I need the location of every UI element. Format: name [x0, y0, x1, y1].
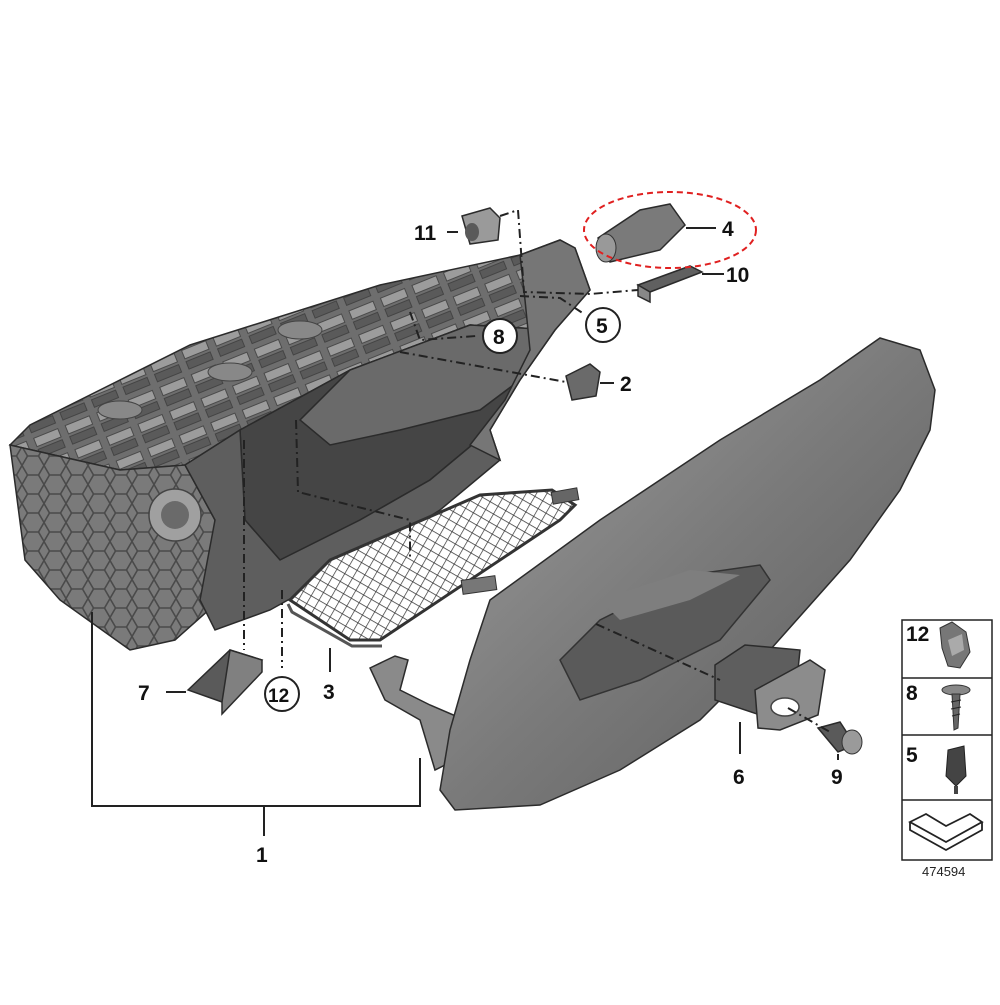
- screw-icon: [941, 684, 971, 731]
- callout-8-circle: [482, 318, 518, 354]
- callout-11: 11: [414, 222, 437, 245]
- storage-net-icon: [286, 487, 580, 648]
- reference-number: 474594: [922, 864, 965, 879]
- callout-9: 9: [831, 766, 843, 789]
- callout-1: 1: [256, 844, 268, 867]
- callout-10: 10: [726, 264, 749, 287]
- legend-label-12: 12: [906, 623, 929, 646]
- small-parts-legend: 12 8 5 474594: [901, 619, 993, 879]
- bracket-icon: [636, 265, 704, 304]
- lamp-icon: [186, 649, 264, 716]
- callout-5: 5: [596, 315, 608, 338]
- callout-3: 3: [323, 681, 335, 704]
- glovebox-lid-icon: [439, 337, 936, 811]
- callout-8: 8: [493, 326, 505, 349]
- callout-5-circle: [585, 307, 621, 343]
- callout-12-circle: [264, 676, 300, 712]
- callout-labels: 1 2 3 4 6 7 9 10 11 8 5 12: [138, 218, 843, 867]
- plug-icon: [565, 363, 601, 401]
- callout-4: 4: [722, 218, 734, 241]
- leader-lines: [91, 208, 839, 836]
- lock-cylinder-icon: [816, 721, 863, 755]
- rubber-buffer-icon: [945, 745, 967, 794]
- highlight-circle: [583, 191, 757, 269]
- legend-label-5: 5: [906, 744, 918, 767]
- callout-2: 2: [620, 373, 632, 396]
- callout-6: 6: [733, 766, 745, 789]
- glovebox-housing-icon: [8, 239, 591, 651]
- callout-12: 12: [268, 686, 289, 707]
- clip-icon: [461, 207, 501, 245]
- legend-label-8: 8: [906, 682, 918, 705]
- switch-icon: [595, 203, 686, 263]
- clip-nut-icon: [939, 621, 971, 669]
- callout-7: 7: [138, 682, 150, 705]
- mounting-direction-arrow-icon: [908, 812, 984, 852]
- latch-lock-icon: [714, 644, 826, 731]
